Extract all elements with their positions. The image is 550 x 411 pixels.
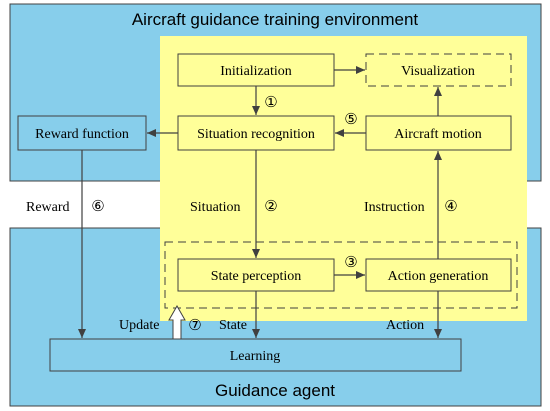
perception-action-group (164, 241, 518, 309)
step-marker-2: ② (264, 198, 277, 215)
edge-label-instruction: Instruction (364, 200, 425, 215)
initialization-label: Initialization (220, 64, 292, 79)
step-marker-3: ③ (344, 254, 357, 271)
action-generation-box (365, 258, 512, 292)
step-marker-6: ⑥ (91, 198, 104, 215)
edge-label-state: State (219, 318, 247, 333)
action-generation-label: Action generation (388, 269, 489, 284)
visualization-box (365, 53, 512, 87)
edge-label-situation: Situation (190, 200, 241, 215)
learning-box (49, 338, 462, 372)
edge-label-action: Action (386, 318, 424, 333)
situation-recognition-box (177, 115, 335, 151)
step-marker-7: ⑦ (188, 317, 201, 334)
edge-label-update: Update (119, 318, 159, 333)
situation-recognition-label: Situation recognition (197, 127, 315, 142)
edge-label-reward: Reward (26, 200, 70, 215)
state-perception-box (177, 258, 335, 292)
step-marker-4: ④ (444, 198, 457, 215)
visualization-label: Visualization (401, 64, 475, 79)
learning-label: Learning (230, 349, 281, 364)
step-marker-1: ① (264, 94, 277, 111)
agent-title: Guidance agent (215, 381, 335, 400)
step-marker-5: ⑤ (344, 111, 357, 128)
aircraft-motion-box (365, 115, 512, 151)
reward-function-label: Reward function (35, 127, 129, 142)
environment-title: Aircraft guidance training environment (132, 10, 419, 29)
state-perception-label: State perception (211, 269, 302, 284)
update-arrow (168, 304, 186, 340)
reward-function-box (17, 115, 147, 151)
aircraft-motion-label: Aircraft motion (394, 127, 481, 142)
